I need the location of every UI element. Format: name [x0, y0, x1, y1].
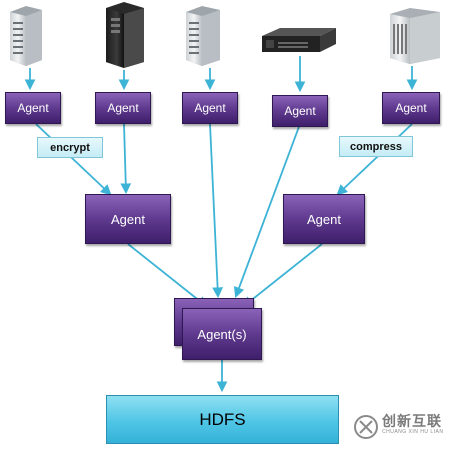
encrypt-label: encrypt — [37, 137, 103, 158]
arrow-agent3-agents — [209, 123, 223, 299]
agents-collector: Agent(s) — [182, 308, 262, 360]
compress-label: compress — [339, 136, 413, 157]
arrow-midagent-right-agents — [242, 243, 323, 308]
tower-server-icon — [106, 2, 144, 68]
agent-node-2: Agent — [95, 92, 151, 124]
agent-node-5: Agent — [382, 92, 440, 124]
rack-server-icon — [186, 6, 220, 66]
watermark-subtext: CHUANG XIN HU LIAN — [382, 429, 444, 435]
watermark-logo-icon — [354, 415, 378, 439]
watermark: 创新互联 CHUANG XIN HU LIAN — [352, 408, 448, 444]
agent-node-1: Agent — [5, 92, 61, 124]
connector-lines — [24, 56, 418, 393]
arrow-agent2-midagent-left — [120, 123, 132, 195]
arrow-midagent-left-agents — [127, 243, 208, 308]
blade-server-icon — [390, 8, 440, 64]
rack-server-icon — [10, 6, 42, 66]
arrow-agent4-agents — [233, 123, 301, 299]
agent-node-mid-left: Agent — [85, 194, 171, 244]
hdfs-box: HDFS — [106, 395, 339, 444]
watermark-text: 创新互联 — [382, 413, 442, 429]
agent-node-mid-right: Agent — [283, 194, 365, 244]
arrow-agent1-midagent-left — [35, 123, 112, 196]
agent-node-4: Agent — [272, 95, 328, 127]
agent-node-3: Agent — [182, 92, 238, 124]
rackmount-server-icon — [262, 28, 336, 52]
arrow-agent5-midagent-right — [336, 123, 413, 196]
